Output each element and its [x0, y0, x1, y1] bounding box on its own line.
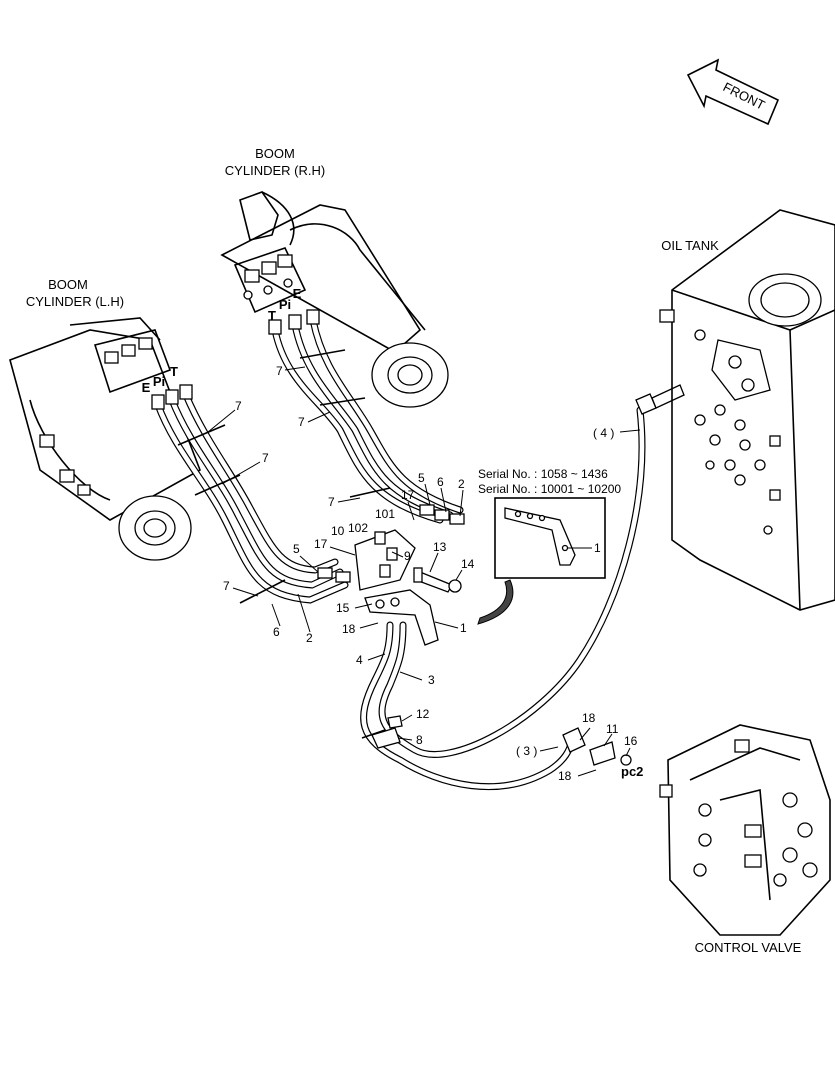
- callout-18a: 18: [342, 622, 356, 636]
- callout-15: 15: [336, 601, 350, 615]
- port-e-lh: E: [142, 380, 151, 395]
- callout-7b: 7: [298, 415, 305, 429]
- valve-fittings: [562, 384, 685, 766]
- nut-12: [387, 715, 403, 729]
- serial-inset: Serial No. : 1058 ~ 1436 Serial No. : 10…: [477, 467, 621, 625]
- clamp-8: [371, 727, 401, 749]
- callout-2b: 2: [306, 631, 313, 645]
- callout-12: 12: [416, 707, 430, 721]
- callout-1b: 1: [594, 541, 601, 555]
- callout-16: 16: [624, 734, 638, 748]
- serial-line-1: Serial No. : 1058 ~ 1436: [478, 467, 608, 481]
- oil-tank: [659, 209, 835, 611]
- front-arrow: FRONT: [686, 58, 780, 126]
- bracket-1: [364, 589, 439, 646]
- control-valve: [659, 724, 831, 936]
- callout-7a: 7: [276, 364, 283, 378]
- boom-rh-title-line1: BOOM: [255, 146, 295, 161]
- oil-tank-title: OIL TANK: [661, 238, 719, 253]
- callout-9: 9: [404, 549, 411, 563]
- callout-3: 3: [428, 673, 435, 687]
- serial-line-2: Serial No. : 10001 ~ 10200: [478, 482, 621, 496]
- hose-bundle-rh: [271, 316, 464, 524]
- callout-7c: 7: [235, 399, 242, 413]
- callout-2a: 2: [458, 477, 465, 491]
- port-pi-rh: Pi: [279, 297, 291, 312]
- manifold-block: [317, 504, 465, 591]
- callout-13: 13: [433, 540, 447, 554]
- control-valve-title: CONTROL VALVE: [695, 940, 802, 955]
- callout-numbers: 7 7 7 7 7 7 5 6 2 17 101 10 102 17 5 9 1…: [223, 364, 643, 783]
- port-pc2-label: pc2: [621, 764, 643, 779]
- callout-7d: 7: [262, 451, 269, 465]
- callout-6a: 6: [437, 475, 444, 489]
- callout-8: 8: [416, 733, 423, 747]
- callout-18b: 18: [582, 711, 596, 725]
- port-e-rh: E: [293, 286, 302, 301]
- callout-101: 101: [375, 507, 395, 521]
- callout-4: 4: [356, 653, 363, 667]
- callout-11: 11: [606, 722, 619, 736]
- callout-7e: 7: [328, 495, 335, 509]
- washer-14: [448, 579, 462, 593]
- leader-lines: [207, 366, 641, 777]
- boom-lh-title-line1: BOOM: [48, 277, 88, 292]
- boom-lh-title-line2: CYLINDER (L.H): [26, 294, 124, 309]
- callout-3-paren: ( 3 ): [516, 744, 537, 758]
- callout-1a: 1: [460, 621, 467, 635]
- boom-rh-title-line2: CYLINDER (R.H): [225, 163, 325, 178]
- bolt-13: [413, 567, 453, 593]
- port-t-lh: T: [170, 364, 178, 379]
- callout-10: 10: [331, 524, 345, 538]
- callout-7f: 7: [223, 579, 230, 593]
- hose-bundle-lh: [154, 391, 349, 604]
- boom-cylinder-lh: [9, 317, 201, 561]
- callout-18c: 18: [558, 769, 572, 783]
- callout-5a: 5: [418, 471, 425, 485]
- hoses-to-control-valve: [360, 406, 646, 791]
- cylinder-fittings: [151, 309, 320, 410]
- callout-17a: 17: [401, 488, 415, 502]
- callout-6b: 6: [273, 625, 280, 639]
- callout-17b: 17: [314, 537, 328, 551]
- callout-4-paren: ( 4 ): [593, 426, 614, 440]
- callout-102: 102: [348, 521, 368, 535]
- port-t-rh: T: [268, 308, 276, 323]
- callout-5b: 5: [293, 542, 300, 556]
- port-pi-lh: Pi: [153, 374, 165, 389]
- callout-14: 14: [461, 557, 475, 571]
- boom-cylinder-rh: [220, 191, 449, 408]
